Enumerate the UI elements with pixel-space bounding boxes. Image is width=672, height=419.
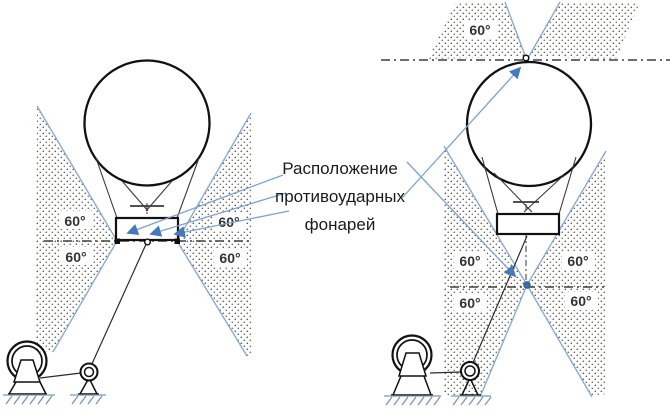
winch-stand: [8, 381, 47, 395]
angle-label-top: 60°: [469, 22, 490, 38]
pulley-wheel-outer: [79, 362, 99, 382]
label-backdrop: [59, 211, 92, 229]
angle-labels: 60° 60° 60° 60° 60°: [454, 21, 598, 312]
caption-line-3: фонарей: [305, 215, 376, 234]
boundary-down-left: [52, 240, 118, 353]
angle-label-upper-right: 60°: [218, 214, 239, 230]
pulley-wheel-inner: [83, 366, 95, 378]
anti-collision-light-center: [143, 238, 151, 246]
callout-arrow-right-light: [173, 210, 290, 238]
tether-to-winch-line: [429, 371, 462, 374]
boundary-top-v-left: [504, 1, 527, 59]
boundary-up-right: [526, 150, 607, 286]
right-balloon-diagram: 60° 60° 60° 60° 60°: [381, 1, 670, 406]
balloon-envelope: [83, 59, 211, 187]
coverage-boundary-lines: [443, 1, 607, 398]
label-backdrop: [454, 294, 487, 312]
boundary-up-left: [36, 105, 118, 242]
boundary-top-v-right: [527, 1, 561, 59]
suspension-line-left: [95, 157, 118, 219]
balloon-rigging: [95, 157, 200, 219]
light-callout-arrows: [126, 174, 290, 238]
suspension-line-right: [176, 157, 200, 219]
inner-line-right: [523, 174, 565, 213]
tether-line: [90, 241, 148, 367]
tether-to-winch-line: [39, 372, 82, 379]
caption: Расположение противоударных фонарей: [275, 159, 405, 234]
ground-hatching-winch: [3, 394, 55, 405]
callout-arrow-bottom-light: [406, 161, 517, 278]
caption-line-2: противоударных: [275, 187, 405, 206]
callout-arrow-left-light: [126, 174, 284, 235]
angle-label-lower-left: 60°: [65, 249, 86, 265]
anti-collision-light-left: [114, 238, 120, 244]
angle-label-lower-left: 60°: [459, 295, 480, 311]
anti-collision-light-bottom: [523, 281, 531, 289]
winch: [391, 334, 433, 396]
label-backdrop: [565, 292, 598, 310]
ground-hatching-pulley: [70, 394, 106, 405]
pulley: [460, 361, 481, 396]
anti-collision-light-right: [174, 238, 180, 244]
suspension-line-right: [558, 156, 577, 215]
balloon-rigging: [481, 156, 577, 215]
winch-cone: [397, 352, 428, 377]
callout-arrow-top-light: [401, 66, 522, 199]
winch-stand: [391, 375, 433, 396]
suspension-line-left: [481, 156, 499, 215]
boundary-up-left: [443, 145, 528, 286]
label-backdrop: [454, 252, 487, 270]
light-callout-arrows: [401, 66, 522, 278]
label-backdrop: [464, 21, 497, 39]
angle-labels: 60° 60° 60° 60°: [59, 211, 247, 266]
left-balloon-diagram: 60° 60° 60° 60°: [3, 59, 290, 405]
angle-label-upper-left: 60°: [459, 253, 480, 269]
pulley-wheel-outer: [460, 361, 480, 381]
pulley: [78, 362, 99, 395]
boundary-down-right: [176, 240, 248, 357]
angle-label-upper-right: 60°: [567, 253, 588, 269]
label-backdrop: [214, 248, 247, 266]
ground-hatching-winch: [384, 395, 441, 406]
boundary-down-left: [479, 284, 528, 398]
pulley-wheel-inner: [464, 365, 476, 377]
coverage-region-right-wing: [527, 151, 606, 397]
tether-line: [471, 235, 528, 366]
boundary-up-right: [176, 112, 252, 242]
inner-line-left: [493, 172, 533, 213]
angle-label-lower-right: 60°: [219, 250, 240, 266]
angle-label-upper-left: 60°: [64, 213, 85, 229]
label-backdrop: [60, 247, 93, 265]
caption-line-1: Расположение: [282, 159, 398, 178]
coverage-region-right-wing: [177, 113, 252, 356]
ground-hatching-pulley: [451, 395, 492, 406]
basket: [495, 212, 561, 236]
angle-label-lower-right: 60°: [570, 293, 591, 309]
coverage-region-top-right: [529, 2, 640, 59]
boundary-down-right: [526, 284, 593, 398]
winch-cone: [12, 359, 42, 383]
label-backdrop: [213, 212, 246, 230]
anti-collision-light-top: [522, 54, 530, 62]
winch: [6, 340, 48, 395]
coverage-boundary-lines: [36, 105, 252, 357]
label-backdrop: [562, 252, 595, 270]
